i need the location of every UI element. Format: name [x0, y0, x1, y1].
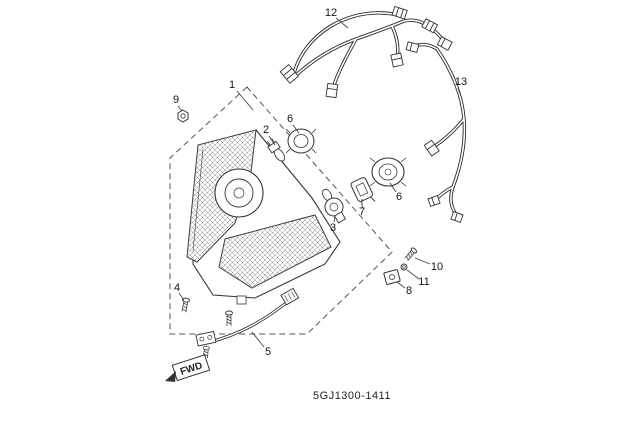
leader-line-1 [236, 90, 254, 111]
mount-tab [236, 295, 247, 305]
bulb-3 [322, 188, 347, 224]
leader-line-10 [414, 257, 431, 265]
socket-6-upper [285, 128, 317, 154]
fwd-mark: FWD [165, 354, 211, 382]
lower-lens [218, 214, 332, 289]
leader-lines [177, 17, 463, 348]
screw-10 [404, 247, 418, 262]
washer-11 [400, 263, 408, 271]
projector-lens [214, 168, 264, 218]
wire-harness-12 [279, 5, 453, 99]
leader-line-2 [268, 135, 276, 146]
diagram-code: 5GJ1300-1411 [313, 390, 391, 402]
fwd-arrow-icon [165, 371, 176, 382]
bracket-8 [383, 269, 401, 285]
leader-line-6 [292, 124, 300, 134]
leader-line-6 [389, 182, 397, 193]
nut-9 [177, 109, 189, 123]
headlight-assembly [186, 129, 341, 305]
bulb-2 [267, 138, 286, 162]
leader-line-11 [406, 269, 420, 280]
leader-line-9 [177, 105, 183, 112]
ground-wire-5 [195, 287, 300, 359]
boundary-box [169, 86, 393, 335]
wire-harness-13 [405, 41, 467, 224]
leader-line-5 [251, 331, 265, 348]
socket-6-lower [369, 157, 407, 187]
leader-line-8 [396, 281, 406, 289]
bulb-holder-7 [350, 177, 376, 208]
leader-line-13 [457, 87, 463, 100]
screw-4b [225, 310, 233, 326]
leader-line-4 [178, 292, 185, 301]
leader-line-3 [333, 214, 336, 223]
screw-4a [181, 297, 190, 313]
leader-line-12 [335, 17, 349, 29]
